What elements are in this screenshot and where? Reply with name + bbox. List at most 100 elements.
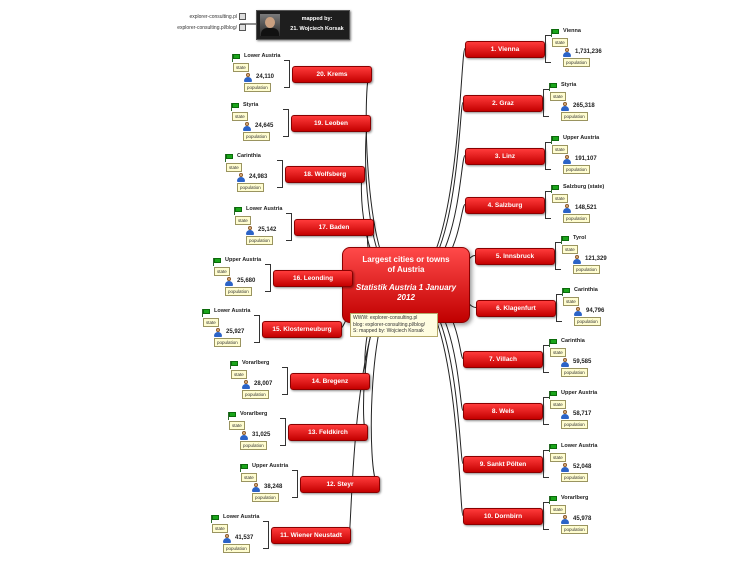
population-tag-5: population xyxy=(573,265,600,274)
city-node-19[interactable]: 19. Leoben xyxy=(291,115,371,132)
state-name-18: Carinthia xyxy=(237,153,261,159)
state-name-16: Upper Austria xyxy=(225,257,262,263)
flag-icon xyxy=(551,185,560,193)
info-bracket-18 xyxy=(277,160,283,188)
state-name-14: Vorarlberg xyxy=(242,360,270,366)
population-value-19: 24,645 xyxy=(255,123,274,129)
person-icon xyxy=(243,122,251,131)
info-bracket-2 xyxy=(543,89,549,117)
city-node-10[interactable]: 10. Dornbirn xyxy=(463,508,543,525)
population-tag-14: population xyxy=(242,390,269,399)
info-bracket-7 xyxy=(543,345,549,373)
city-node-13[interactable]: 13. Feldkirch xyxy=(288,424,368,441)
central-topic[interactable]: Largest cities or towns of Austria Stati… xyxy=(342,247,470,323)
population-tag-10: population xyxy=(561,525,588,534)
person-icon xyxy=(573,255,581,264)
flag-icon xyxy=(225,154,234,162)
info-bracket-4 xyxy=(545,191,551,219)
state-tag-3: state xyxy=(552,145,568,154)
person-icon xyxy=(563,204,571,213)
person-icon xyxy=(214,328,222,337)
flag-icon xyxy=(228,412,237,420)
city-node-17[interactable]: 17. Baden xyxy=(294,219,374,236)
city-node-7[interactable]: 7. Villach xyxy=(463,351,543,368)
author-badge[interactable]: mapped by: 21. Wojciech Korsak xyxy=(256,10,350,40)
city-node-6[interactable]: 6. Klagenfurt xyxy=(476,300,556,317)
info-bracket-15 xyxy=(254,315,260,343)
hyperlinks: explorer-consulting.pl explorer-consulti… xyxy=(150,12,246,34)
population-value-15: 25,927 xyxy=(226,329,245,335)
city-node-16[interactable]: 16. Leonding xyxy=(273,270,353,287)
city-node-12[interactable]: 12. Steyr xyxy=(300,476,380,493)
central-topic-subtitle: Statistik Austria 1 January 2012 xyxy=(343,283,469,303)
person-icon xyxy=(561,102,569,111)
population-value-16: 25,680 xyxy=(237,278,256,284)
population-tag-18: population xyxy=(237,183,264,192)
population-value-8: 58,717 xyxy=(573,411,592,417)
population-tag-7: population xyxy=(561,368,588,377)
population-value-13: 31,025 xyxy=(252,432,271,438)
city-node-14[interactable]: 14. Bregenz xyxy=(290,373,370,390)
hyperlink-website-text: explorer-consulting.pl xyxy=(189,14,237,20)
person-icon xyxy=(561,515,569,524)
flag-icon xyxy=(232,54,241,62)
city-node-4[interactable]: 4. Salzburg xyxy=(465,197,545,214)
info-bracket-3 xyxy=(545,142,551,170)
population-tag-13: population xyxy=(240,441,267,450)
state-tag-15: state xyxy=(203,318,219,327)
state-tag-11: state xyxy=(212,524,228,533)
state-name-1: Vienna xyxy=(563,28,581,34)
city-node-2[interactable]: 2. Graz xyxy=(463,95,543,112)
person-icon xyxy=(561,463,569,472)
note-line-website: WWW: explorer-consulting.pl xyxy=(353,315,418,321)
info-bracket-20 xyxy=(284,60,290,88)
state-tag-10: state xyxy=(550,505,566,514)
state-tag-4: state xyxy=(552,194,568,203)
state-tag-1: state xyxy=(552,38,568,47)
city-node-11[interactable]: 11. Wiener Neustadt xyxy=(271,527,351,544)
population-tag-2: population xyxy=(561,112,588,121)
state-tag-6: state xyxy=(563,297,579,306)
state-name-10: Vorarlberg xyxy=(561,495,589,501)
link-icon xyxy=(239,24,246,32)
city-node-3[interactable]: 3. Linz xyxy=(465,148,545,165)
population-tag-16: population xyxy=(225,287,252,296)
info-bracket-9 xyxy=(543,450,549,478)
person-icon xyxy=(563,48,571,57)
info-bracket-5 xyxy=(555,242,561,270)
state-tag-7: state xyxy=(550,348,566,357)
central-topic-notes: WWW: explorer-consulting.pl blog: explor… xyxy=(350,313,438,337)
author-avatar xyxy=(260,14,280,36)
note-line-blog: blog: explorer-consulting.pl/blog/ xyxy=(353,321,425,328)
flag-icon xyxy=(549,391,558,399)
population-value-18: 24,983 xyxy=(249,174,268,180)
hyperlink-blog[interactable]: explorer-consulting.pl/blog/ xyxy=(150,23,246,34)
state-name-12: Upper Austria xyxy=(252,463,289,469)
flag-icon xyxy=(230,361,239,369)
population-tag-12: population xyxy=(252,493,279,502)
city-node-15[interactable]: 15. Klosterneuburg xyxy=(262,321,342,338)
city-node-5[interactable]: 5. Innsbruck xyxy=(475,248,555,265)
city-node-18[interactable]: 18. Wolfsberg xyxy=(285,166,365,183)
population-value-2: 265,318 xyxy=(573,103,595,109)
person-icon xyxy=(574,307,582,316)
info-bracket-12 xyxy=(292,470,298,498)
info-bracket-11 xyxy=(263,521,269,549)
state-name-4: Salzburg (state) xyxy=(563,184,605,190)
person-icon xyxy=(563,155,571,164)
central-topic-title: Largest cities or towns of Austria xyxy=(343,255,469,275)
info-bracket-14 xyxy=(282,367,288,395)
city-node-9[interactable]: 9. Sankt Pölten xyxy=(463,456,543,473)
state-tag-5: state xyxy=(562,245,578,254)
city-node-1[interactable]: 1. Vienna xyxy=(465,41,545,58)
population-tag-19: population xyxy=(243,132,270,141)
population-value-7: 59,585 xyxy=(573,359,592,365)
note-line-author: S: mapped by: Wojciech Korsak xyxy=(353,328,424,334)
hyperlink-website[interactable]: explorer-consulting.pl xyxy=(150,12,246,23)
flag-icon xyxy=(551,29,560,37)
state-tag-8: state xyxy=(550,400,566,409)
population-value-14: 28,007 xyxy=(254,381,273,387)
city-node-8[interactable]: 8. Wels xyxy=(463,403,543,420)
city-node-20[interactable]: 20. Krems xyxy=(292,66,372,83)
